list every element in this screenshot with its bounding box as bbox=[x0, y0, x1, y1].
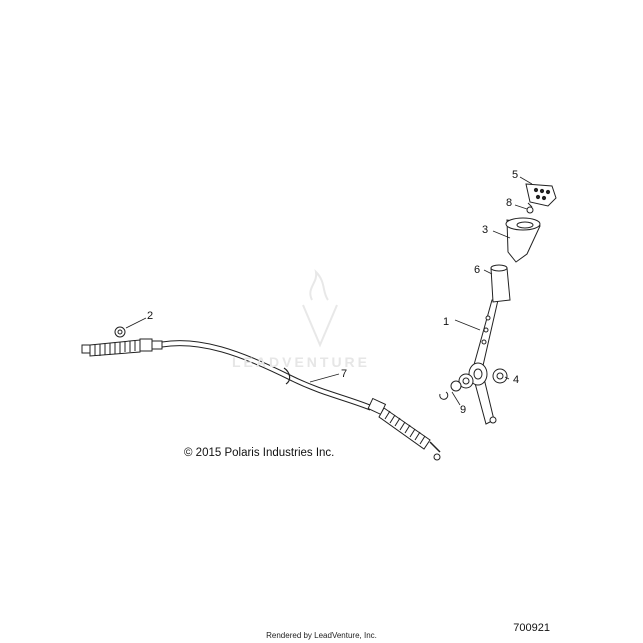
figure-number: 700921 bbox=[513, 622, 550, 634]
part-5-knob bbox=[525, 183, 557, 207]
callout-2: 2 bbox=[147, 310, 153, 322]
cable-clamp bbox=[283, 367, 291, 385]
callout-4: 4 bbox=[513, 374, 519, 386]
callout-3: 3 bbox=[482, 224, 488, 236]
callout-7: 7 bbox=[341, 368, 347, 380]
part-2-bushing bbox=[114, 326, 126, 338]
callout-1: 1 bbox=[443, 316, 449, 328]
callout-6: 6 bbox=[474, 264, 480, 276]
callout-9: 9 bbox=[460, 404, 466, 416]
copyright-text: © 2015 Polaris Industries Inc. bbox=[184, 447, 335, 459]
part-9-clip bbox=[439, 373, 474, 400]
watermark-logo bbox=[302, 269, 338, 348]
callout-8: 8 bbox=[506, 197, 512, 209]
part-6-sleeve bbox=[490, 264, 511, 303]
cable-body bbox=[161, 340, 371, 406]
cable-left-boot bbox=[81, 338, 163, 357]
leader-lines bbox=[125, 176, 533, 406]
watermark-text: LEADVENTURE bbox=[232, 354, 371, 370]
part-3-knob-boot bbox=[505, 217, 541, 263]
cable-right-boot bbox=[367, 397, 441, 461]
part-8-screw bbox=[526, 202, 534, 214]
callout-5: 5 bbox=[512, 169, 518, 181]
shift-cable bbox=[81, 338, 441, 461]
part-4-washer bbox=[492, 368, 508, 384]
part-1-shift-lever bbox=[468, 299, 499, 425]
rendered-by-footer: Rendered by LeadVenture, Inc. bbox=[266, 631, 377, 640]
